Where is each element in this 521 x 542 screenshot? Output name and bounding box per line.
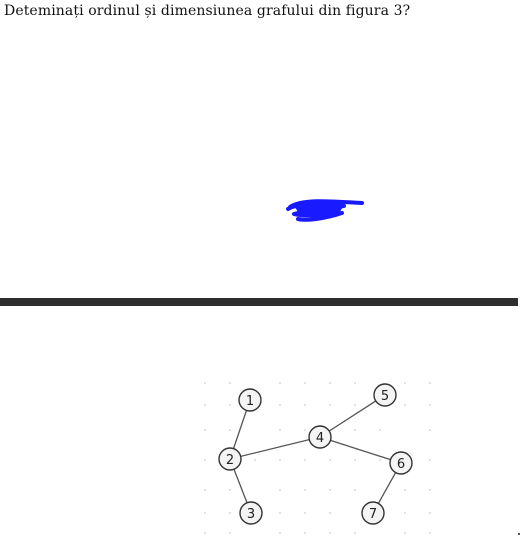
node-6-label: 6 — [397, 457, 405, 472]
node-2: 2 — [218, 447, 242, 471]
section-divider — [0, 298, 518, 306]
node-1: 1 — [238, 388, 262, 412]
grid-dots — [204, 382, 431, 534]
node-4-label: 4 — [316, 431, 324, 446]
node-4: 4 — [308, 425, 332, 449]
handwritten-scribble — [286, 199, 364, 222]
node-1-label: 1 — [246, 394, 254, 409]
node-2-label: 2 — [226, 453, 234, 468]
corner-dot — [518, 533, 520, 535]
node-3-label: 3 — [247, 507, 255, 522]
edge-4-5 — [319, 394, 386, 438]
graph-figure: 1 2 3 4 5 6 7 — [195, 375, 440, 540]
node-5: 5 — [373, 383, 397, 407]
node-3: 3 — [239, 501, 263, 525]
node-7-label: 7 — [369, 507, 377, 522]
node-7: 7 — [361, 501, 385, 525]
node-5-label: 5 — [381, 389, 389, 404]
graph-edges — [229, 394, 402, 514]
question-text: Deteminați ordinul și dimensiunea graful… — [4, 3, 411, 19]
node-6: 6 — [389, 451, 413, 475]
edge-2-4 — [229, 436, 321, 460]
edge-4-6 — [319, 436, 402, 464]
